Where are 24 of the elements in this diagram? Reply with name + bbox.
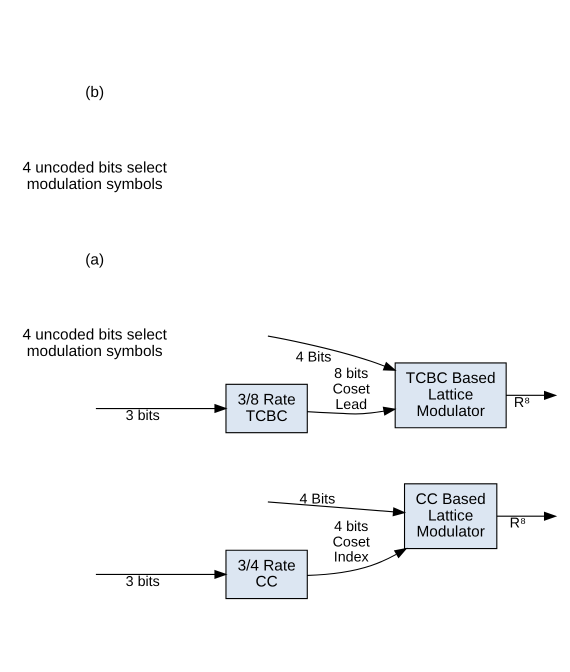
- edge-label: R⁸: [510, 516, 526, 532]
- arrow: [506, 390, 558, 400]
- node-box: CC Based Lattice Modulator: [404, 483, 498, 550]
- edge-label: 3 bits: [126, 408, 160, 424]
- edge-label: 8 bits Coset Lead: [332, 366, 370, 413]
- label: 4 uncoded bits select modulation symbols: [22, 326, 167, 360]
- node-box: 3/8 Rate TCBC: [225, 384, 308, 434]
- edge-label: 3 bits: [126, 574, 160, 590]
- arrow: [268, 336, 397, 371]
- label: (b): [85, 84, 104, 102]
- edge-label: 4 Bits: [296, 349, 332, 366]
- arrow: [307, 406, 397, 416]
- arrow: [307, 548, 408, 576]
- edge-label: 4 bits Coset Index: [332, 518, 370, 566]
- node-box: TCBC Based Lattice Modulator: [394, 362, 507, 428]
- label: 4 uncoded bits select modulation symbols: [22, 160, 167, 193]
- edge-label: 4 Bits: [300, 491, 336, 508]
- arrow: [96, 404, 228, 414]
- arrow: [96, 570, 228, 580]
- edge-label: R⁸: [514, 394, 530, 411]
- arrow: [268, 501, 406, 516]
- arrow: [497, 512, 558, 521]
- node-box: 3/4 Rate CC: [225, 550, 308, 600]
- label: (a): [85, 251, 104, 268]
